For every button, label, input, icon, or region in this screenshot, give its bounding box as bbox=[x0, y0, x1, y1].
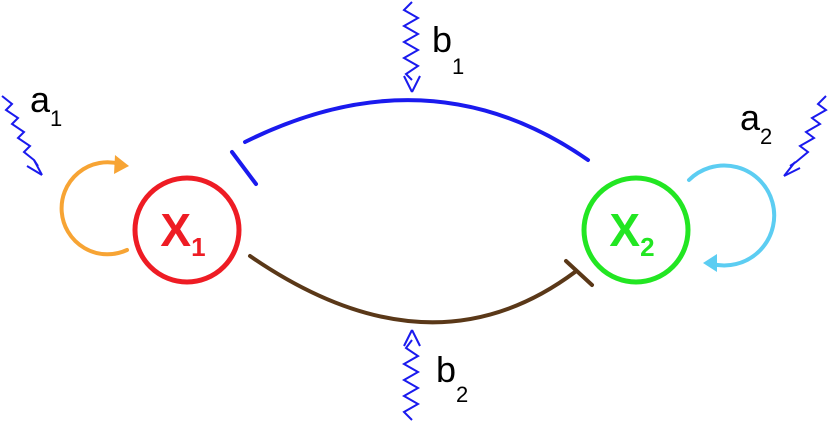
node-x1: X1 bbox=[132, 175, 242, 285]
signal-a2-arrow bbox=[783, 95, 828, 177]
signal-b1-arrow bbox=[401, 1, 421, 93]
x1-subscript: 1 bbox=[191, 232, 205, 262]
node-x2: X2 bbox=[581, 175, 691, 285]
x1-letter: X bbox=[160, 204, 191, 256]
label-a2: a2 bbox=[740, 97, 772, 149]
x1-inhibits-x2-edge bbox=[248, 254, 594, 325]
svg-text:X1: X1 bbox=[160, 204, 205, 262]
svg-text:X2: X2 bbox=[609, 204, 654, 262]
label-b1: b1 bbox=[432, 19, 464, 79]
x2-self-loop bbox=[687, 163, 777, 272]
x1-self-loop bbox=[59, 155, 129, 257]
signal-b2-arrow bbox=[401, 329, 421, 421]
label-a1: a1 bbox=[30, 79, 62, 131]
label-b2: b2 bbox=[436, 349, 468, 407]
x2-inhibits-x1-edge bbox=[230, 98, 590, 186]
signal-a1-arrow bbox=[1, 95, 43, 176]
x2-subscript: 2 bbox=[640, 232, 654, 262]
x2-letter: X bbox=[609, 204, 640, 256]
